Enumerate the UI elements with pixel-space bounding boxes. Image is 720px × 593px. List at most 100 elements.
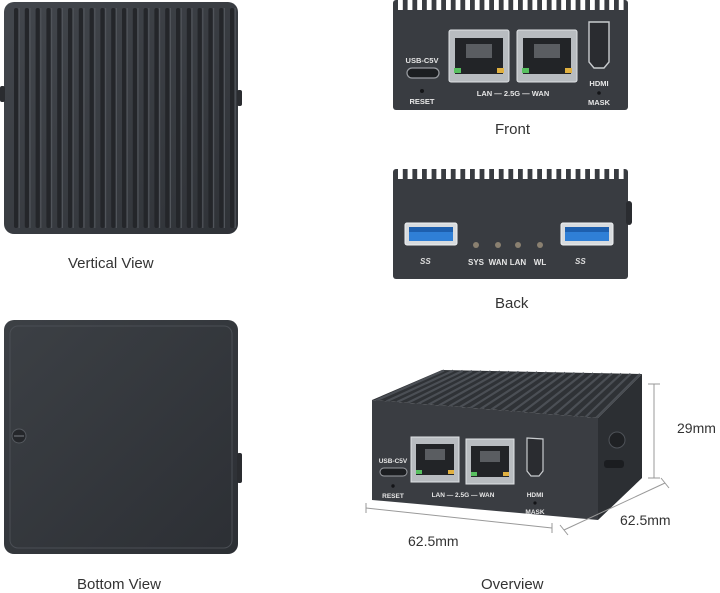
usb3-port-right bbox=[560, 222, 614, 246]
fin-groove bbox=[24, 8, 29, 228]
fin-groove bbox=[89, 8, 94, 228]
fin-notch bbox=[618, 169, 624, 179]
overview-hdmi-port bbox=[526, 437, 544, 477]
led-label-sys: SYS bbox=[468, 258, 485, 267]
fin-notch bbox=[513, 0, 518, 10]
bottom-view-panel bbox=[0, 318, 245, 558]
top-fins-notches bbox=[398, 0, 624, 10]
overview-fin bbox=[417, 370, 482, 405]
back-view-caption: Back bbox=[495, 295, 529, 312]
overview-panel: USB-C5V RESET LAN — 2.5G — WAN HDMI MASK bbox=[360, 360, 680, 560]
fin-groove bbox=[154, 8, 159, 228]
reset-label: RESET bbox=[409, 97, 434, 106]
usb-c-label: USB-C5V bbox=[406, 56, 439, 65]
overview-fin bbox=[532, 372, 585, 414]
fin-notch bbox=[599, 0, 605, 10]
led-wl bbox=[537, 242, 543, 248]
status-leds bbox=[473, 242, 543, 248]
overview-fin bbox=[574, 372, 623, 418]
fin-notch bbox=[532, 169, 538, 179]
fin-groove bbox=[219, 8, 224, 228]
overview-fin bbox=[480, 371, 538, 410]
overview-fin bbox=[595, 373, 641, 419]
fin-notch bbox=[426, 169, 432, 179]
fin-notch bbox=[522, 0, 528, 10]
cooling-fins bbox=[14, 8, 236, 228]
back-view-panel: SS SS SYS WAN LAN WL bbox=[390, 165, 635, 285]
fin-groove bbox=[100, 8, 105, 228]
lan-port bbox=[448, 29, 510, 83]
fin-notch bbox=[446, 169, 451, 179]
led-label-wan: WAN bbox=[489, 258, 508, 267]
overview-fin bbox=[448, 370, 510, 408]
bottom-view-caption: Bottom View bbox=[77, 576, 161, 593]
fin-groove bbox=[143, 8, 148, 228]
fin-notch bbox=[590, 0, 595, 10]
overview-lan-wan-label: LAN — 2.5G — WAN bbox=[432, 492, 495, 499]
overview-image: USB-C5V RESET LAN — 2.5G — WAN HDMI MASK bbox=[365, 369, 670, 536]
fin-notch bbox=[580, 169, 586, 179]
dimension-depth: 62.5mm bbox=[620, 512, 671, 528]
fin-notch bbox=[446, 0, 451, 10]
fin-groove bbox=[132, 8, 137, 228]
usb3-right-label: SS bbox=[575, 257, 586, 266]
fin-notch bbox=[503, 169, 509, 179]
overview-lan-port bbox=[410, 436, 460, 483]
fin-groove bbox=[208, 8, 213, 228]
fin-notch bbox=[417, 0, 422, 10]
fin-groove bbox=[230, 8, 235, 228]
fin-notch bbox=[532, 0, 538, 10]
bottom-view-image bbox=[4, 320, 242, 554]
fin-notch bbox=[436, 0, 442, 10]
fin-notch bbox=[551, 169, 557, 179]
fin-groove bbox=[111, 8, 116, 228]
fin-notch bbox=[494, 169, 499, 179]
fin-notch bbox=[618, 0, 624, 10]
led-label-wl: WL bbox=[534, 258, 547, 267]
led-lan bbox=[515, 242, 521, 248]
fin-notch bbox=[542, 169, 547, 179]
fin-notch bbox=[551, 0, 557, 10]
overview-usb-c-label: USB-C5V bbox=[379, 458, 408, 465]
fin-notch bbox=[494, 0, 499, 10]
mask-label: MASK bbox=[588, 98, 611, 107]
fin-notch bbox=[522, 169, 528, 179]
overview-caption: Overview bbox=[481, 576, 544, 593]
led-sys bbox=[473, 242, 479, 248]
fin-groove bbox=[14, 8, 19, 228]
fin-groove bbox=[46, 8, 51, 228]
fin-notch bbox=[398, 0, 403, 10]
fin-notch bbox=[561, 0, 566, 10]
dimension-height: 29mm bbox=[677, 420, 716, 436]
led-label-lan: LAN bbox=[510, 258, 527, 267]
dimension-lines bbox=[365, 383, 670, 536]
overview-fin bbox=[584, 373, 632, 418]
overview-fin bbox=[459, 370, 520, 409]
overview-fin bbox=[375, 369, 445, 402]
fin-notch bbox=[609, 0, 614, 10]
fin-notch bbox=[599, 169, 605, 179]
side-button bbox=[608, 431, 626, 449]
fin-notch bbox=[465, 169, 470, 179]
fin-groove bbox=[176, 8, 181, 228]
overview-fin bbox=[427, 370, 492, 406]
fin-notch bbox=[542, 0, 547, 10]
vertical-view-caption: Vertical View bbox=[68, 255, 154, 272]
fin-groove bbox=[68, 8, 73, 228]
fin-notch bbox=[407, 169, 413, 179]
overview-fin bbox=[553, 372, 604, 416]
fin-notch bbox=[465, 0, 470, 10]
back-view-image: SS SS SYS WAN LAN WL bbox=[393, 169, 632, 279]
overview-fin bbox=[469, 371, 529, 409]
wan-port bbox=[516, 29, 578, 83]
overview-fin bbox=[490, 371, 548, 411]
fin-notch bbox=[436, 169, 442, 179]
fin-notch bbox=[474, 169, 480, 179]
vertical-view-image bbox=[0, 2, 242, 234]
usb-c-port bbox=[406, 67, 440, 79]
overview-fin bbox=[396, 369, 464, 404]
fin-notch bbox=[484, 169, 490, 179]
fin-notch bbox=[455, 169, 461, 179]
fin-notch bbox=[570, 169, 576, 179]
overview-fin bbox=[511, 371, 566, 413]
